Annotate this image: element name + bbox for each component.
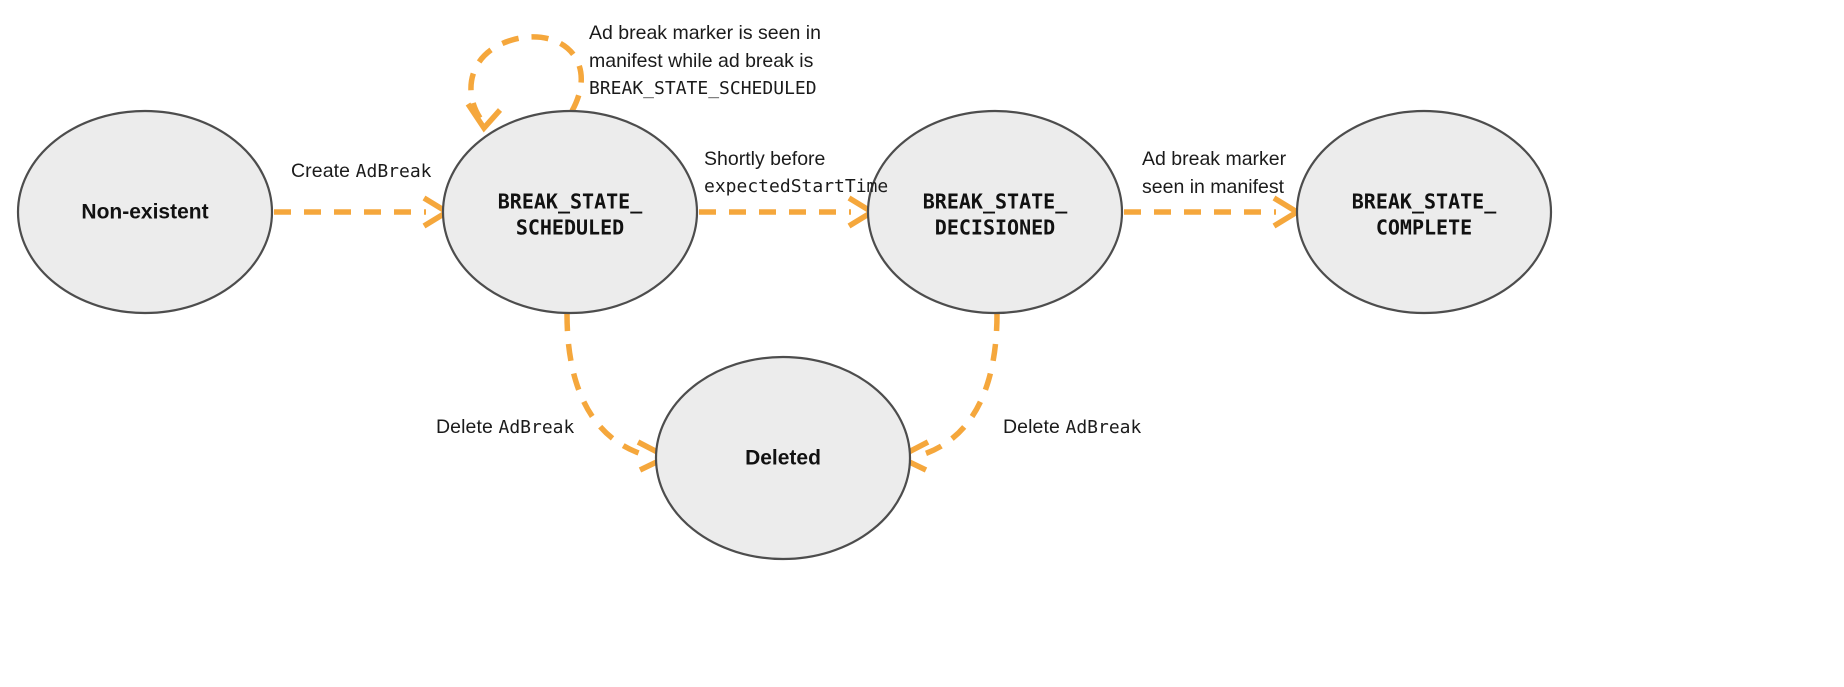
edge-label-create-adbreak-plain: Create [291, 160, 356, 182]
edge-scheduled-self-loop-line [468, 34, 584, 120]
node-non-existent-label: Non-existent [81, 201, 208, 224]
edge-label-decisioned-to-complete-line2: seen in manifest [1142, 175, 1284, 198]
edge-label-create-adbreak: Create AdBreak [291, 158, 432, 185]
edge-label-scheduled-to-deleted-mono: AdBreak [498, 417, 575, 438]
edge-label-scheduled-self-loop: Ad break marker is seen in manifest whil… [589, 20, 821, 101]
node-break-state-scheduled-label-line1: BREAK_STATE_ [498, 190, 643, 214]
edge-scheduled-to-deleted-line [564, 313, 649, 459]
node-break-state-scheduled[interactable]: BREAK_STATE_ SCHEDULED [441, 109, 699, 315]
edge-label-scheduled-to-deleted: Delete AdBreak [436, 414, 574, 441]
node-deleted-shape[interactable] [654, 355, 912, 561]
edge-label-scheduled-self-loop-line1: Ad break marker is seen in [589, 22, 821, 44]
node-deleted-label: Deleted [745, 447, 821, 470]
node-break-state-scheduled-shape[interactable] [441, 109, 699, 315]
edge-label-scheduled-self-loop-line3: BREAK_STATE_SCHEDULED [589, 77, 817, 99]
edge-label-decisioned-to-deleted-mono: AdBreak [1065, 417, 1142, 438]
node-break-state-complete[interactable]: BREAK_STATE_ COMPLETE [1295, 109, 1553, 315]
edge-scheduled-self-loop [465, 34, 584, 133]
edge-scheduled-self-loop-arrowhead [465, 102, 503, 133]
edge-decisioned-to-deleted [892, 313, 1000, 473]
node-deleted[interactable]: Deleted [654, 355, 912, 561]
node-break-state-complete-shape[interactable] [1295, 109, 1553, 315]
node-break-state-decisioned-label-line2: DECISIONED [935, 216, 1055, 240]
edge-decisioned-to-complete [1124, 195, 1303, 229]
edge-label-scheduled-to-decisioned-line2: expectedStartTime [704, 175, 889, 197]
node-break-state-decisioned-label-line1: BREAK_STATE_ [923, 190, 1068, 214]
edge-label-scheduled-to-deleted-plain: Delete [436, 416, 499, 438]
node-break-state-complete-label-line1: BREAK_STATE_ [1352, 190, 1497, 214]
edge-decisioned-to-complete-arrowhead [1272, 195, 1303, 229]
edge-label-decisioned-to-complete: Ad break marker seen in manifest [1142, 146, 1286, 202]
edge-label-scheduled-self-loop-line2: manifest while ad break is [589, 49, 814, 72]
edge-label-create-adbreak-mono: AdBreak [355, 161, 432, 182]
node-break-state-decisioned-shape[interactable] [866, 109, 1124, 315]
edge-label-decisioned-to-deleted-plain: Delete [1003, 416, 1066, 438]
node-break-state-decisioned[interactable]: BREAK_STATE_ DECISIONED [866, 109, 1124, 315]
edge-label-scheduled-to-decisioned-line1: Shortly before [704, 148, 826, 170]
edge-label-scheduled-to-decisioned: Shortly before expectedStartTime [704, 146, 888, 200]
edge-scheduled-to-deleted [564, 313, 674, 473]
edge-scheduled-to-decisioned [699, 195, 878, 229]
node-break-state-complete-label-line2: COMPLETE [1376, 216, 1472, 240]
edge-label-decisioned-to-complete-line1: Ad break marker [1142, 148, 1287, 170]
node-break-state-scheduled-label-line2: SCHEDULED [516, 216, 624, 240]
edge-create-adbreak [274, 195, 453, 229]
node-non-existent-shape[interactable] [16, 109, 274, 315]
edge-label-decisioned-to-deleted: Delete AdBreak [1003, 414, 1141, 441]
node-non-existent[interactable]: Non-existent [16, 109, 274, 315]
edge-decisioned-to-deleted-line [917, 313, 1000, 459]
